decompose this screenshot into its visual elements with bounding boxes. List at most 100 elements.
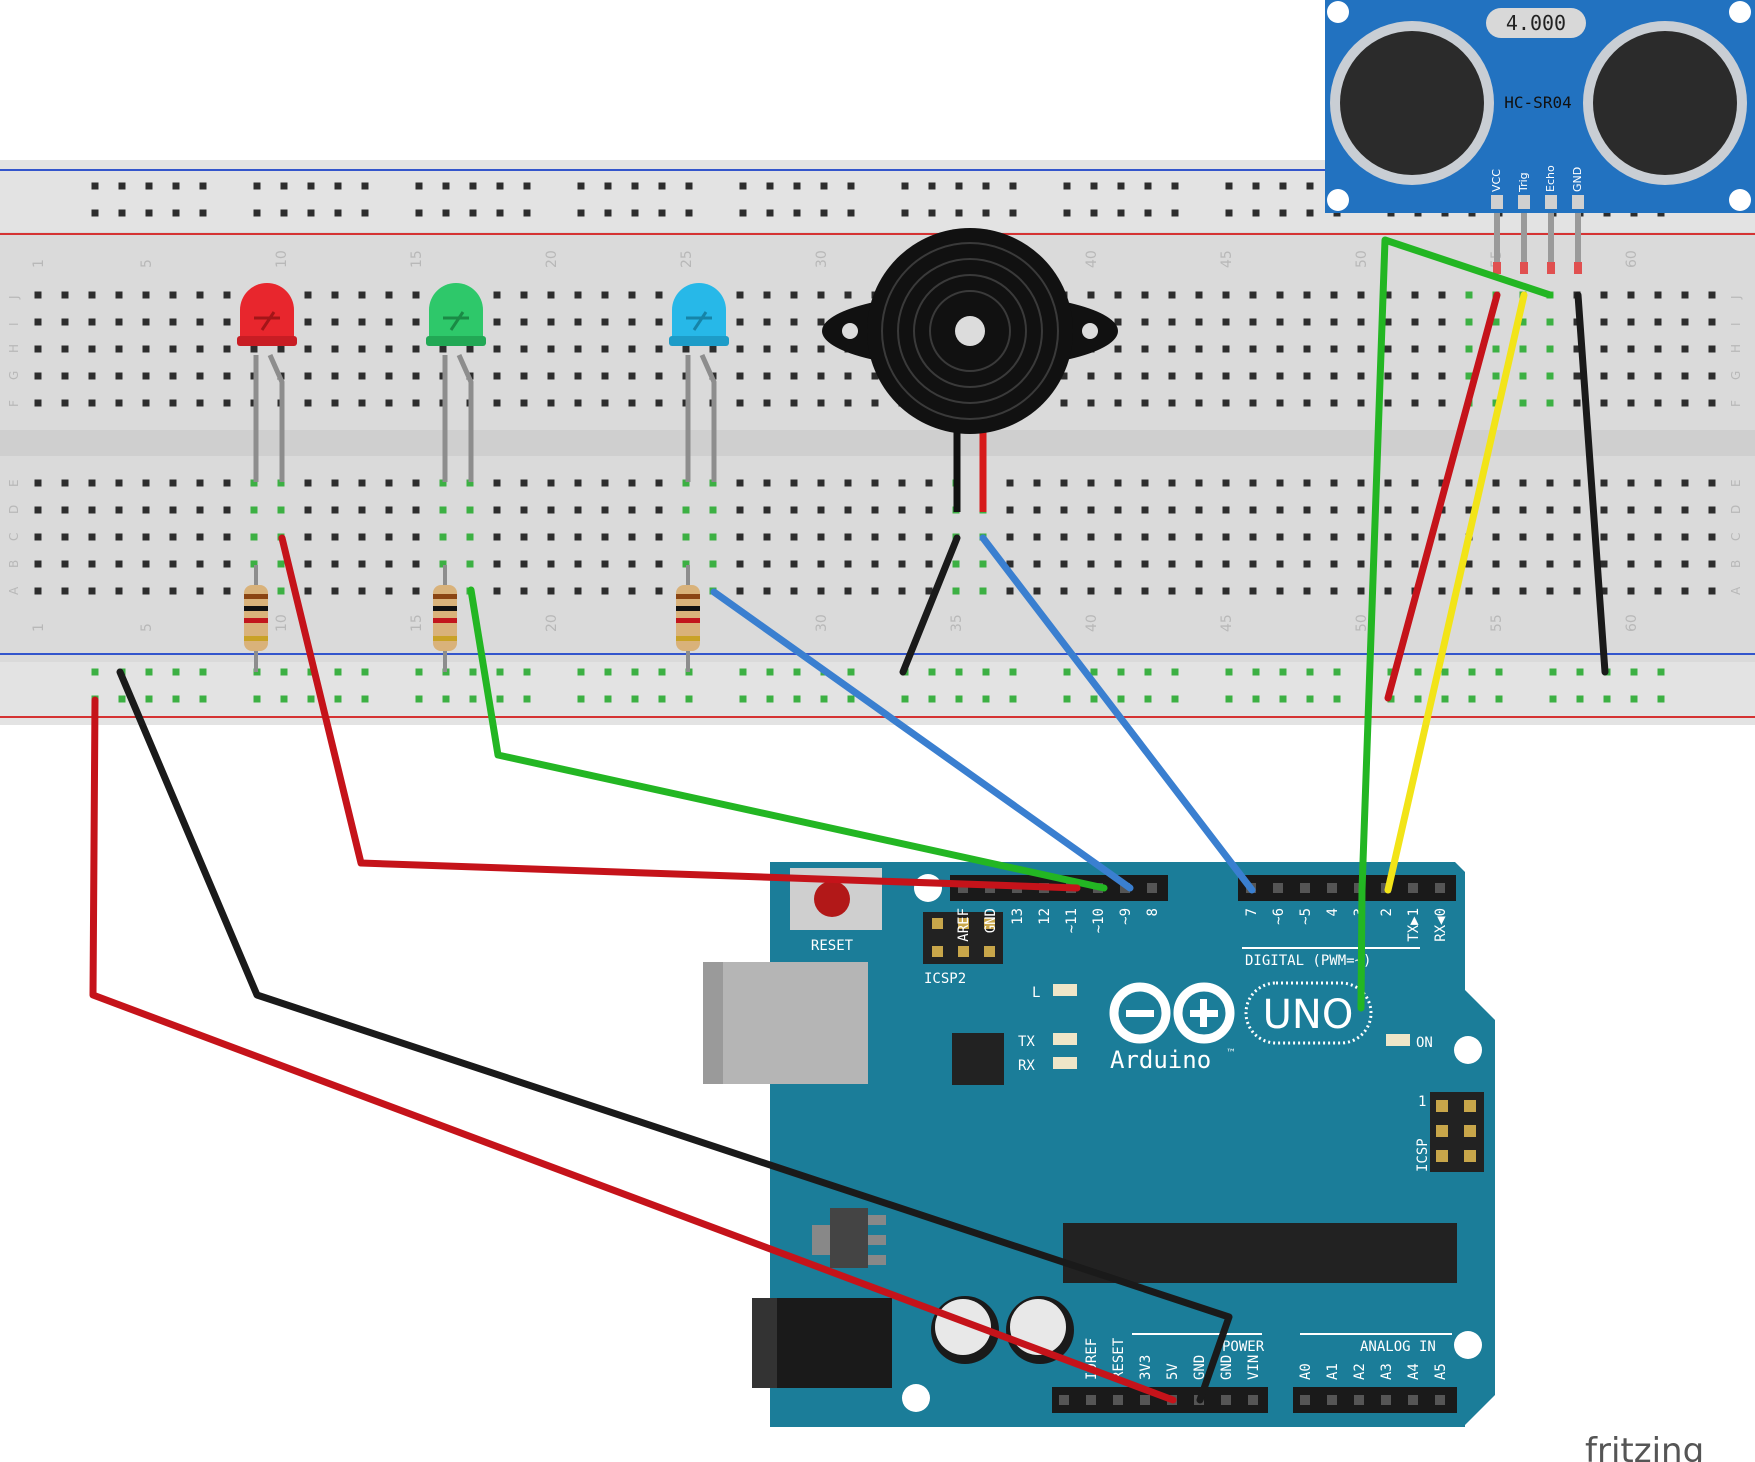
breadboard-hole	[142, 291, 150, 299]
wire-blue-buzzer	[979, 534, 1256, 894]
rail-hole	[415, 182, 423, 190]
rail-hole	[766, 182, 774, 190]
breadboard-hole	[1681, 372, 1689, 380]
breadboard-hole	[547, 587, 555, 595]
breadboard-hole	[871, 372, 879, 380]
breadboard-hole	[628, 479, 636, 487]
breadboard-hole	[1303, 560, 1311, 568]
breadboard-hole	[169, 372, 177, 380]
rail-hole	[1225, 182, 1233, 190]
rail-hole	[172, 695, 180, 703]
breadboard-hole	[790, 479, 798, 487]
breadboard-hole	[1249, 560, 1257, 568]
rail-hole	[307, 182, 315, 190]
rail-hole	[739, 668, 747, 676]
breadboard-hole	[1087, 399, 1095, 407]
led-rx-label: RX	[1018, 1058, 1035, 1074]
breadboard-hole	[439, 506, 447, 514]
breadboard-hole	[304, 399, 312, 407]
breadboard-hole	[1060, 372, 1068, 380]
breadboard-hole	[1060, 587, 1068, 595]
breadboard-hole	[655, 345, 663, 353]
breadboard-hole	[1249, 345, 1257, 353]
breadboard-hole	[439, 560, 447, 568]
breadboard-hole	[1141, 291, 1149, 299]
analog-in-label: ANALOG IN	[1360, 1339, 1436, 1355]
breadboard-hole	[1141, 506, 1149, 514]
breadboard-hole	[1438, 372, 1446, 380]
breadboard-hole	[736, 533, 744, 541]
power-pin-hole	[1059, 1395, 1069, 1405]
power-pin-hole	[1113, 1395, 1123, 1405]
breadboard-hole	[1222, 506, 1230, 514]
digital-pin-label: ~5	[1298, 908, 1314, 925]
breadboard-hole	[628, 318, 636, 326]
breadboard-hole	[169, 587, 177, 595]
breadboard-hole	[142, 533, 150, 541]
rail-hole	[145, 695, 153, 703]
digital-pin-label: RX◀0	[1433, 908, 1449, 942]
breadboard-hole	[1222, 291, 1230, 299]
breadboard-hole	[1141, 560, 1149, 568]
board-mount-hole	[902, 1384, 930, 1412]
breadboard-hole	[304, 560, 312, 568]
breadboard-hole	[115, 399, 123, 407]
breadboard-hole	[1195, 291, 1203, 299]
breadboard-hole	[304, 533, 312, 541]
rail-hole	[1171, 209, 1179, 217]
breadboard-hole	[520, 533, 528, 541]
rail-hole	[280, 668, 288, 676]
rail-hole	[766, 695, 774, 703]
breadboard-hole	[1492, 506, 1500, 514]
breadboard-hole	[169, 533, 177, 541]
analog-header	[1293, 1387, 1457, 1413]
rail-hole	[361, 668, 369, 676]
breadboard-hole	[1627, 533, 1635, 541]
breadboard-hole	[1168, 372, 1176, 380]
rail-hole	[604, 182, 612, 190]
breadboard-hole	[1033, 479, 1041, 487]
breadboard-hole	[169, 399, 177, 407]
breadboard-hole	[601, 587, 609, 595]
power-pin-hole	[1221, 1395, 1231, 1405]
rail-hole	[847, 668, 855, 676]
rail-hole	[199, 182, 207, 190]
analog-pin-label: A0	[1298, 1363, 1314, 1380]
led-rx	[1053, 1057, 1077, 1069]
crystal-label: 4.000	[1506, 11, 1566, 35]
arduino-brand-label: Arduino	[1110, 1046, 1211, 1074]
led-on	[1386, 1034, 1410, 1046]
breadboard-hole	[574, 479, 582, 487]
breadboard-hole	[115, 479, 123, 487]
breadboard-hole	[1330, 533, 1338, 541]
breadboard-hole	[601, 345, 609, 353]
breadboard-hole	[547, 345, 555, 353]
breadboard-hole	[1546, 560, 1554, 568]
power-pin-hole	[1140, 1395, 1150, 1405]
board-mount-hole	[914, 874, 942, 902]
breadboard-hole	[817, 533, 825, 541]
rail-hole	[199, 209, 207, 217]
breadboard-hole	[1546, 318, 1554, 326]
breadboard-hole	[1276, 479, 1284, 487]
breadboard-hole	[601, 372, 609, 380]
breadboard-hole	[1519, 560, 1527, 568]
rail-hole	[118, 182, 126, 190]
sensor-crystal	[1486, 8, 1586, 38]
breadboard-hole	[520, 560, 528, 568]
breadboard-hole	[1114, 318, 1122, 326]
breadboard-hole	[250, 560, 258, 568]
breadboard-hole	[1600, 560, 1608, 568]
rail-hole	[1225, 209, 1233, 217]
rail-hole	[469, 668, 477, 676]
breadboard-hole	[1114, 291, 1122, 299]
breadboard-hole	[1384, 318, 1392, 326]
breadboard-hole	[1303, 318, 1311, 326]
breadboard-hole	[520, 587, 528, 595]
rail-hole	[982, 668, 990, 676]
green-led	[426, 283, 486, 482]
breadboard-hole	[1087, 291, 1095, 299]
rail-hole	[496, 182, 504, 190]
breadboard-hole	[1195, 560, 1203, 568]
atmega-chip	[1063, 1223, 1457, 1283]
